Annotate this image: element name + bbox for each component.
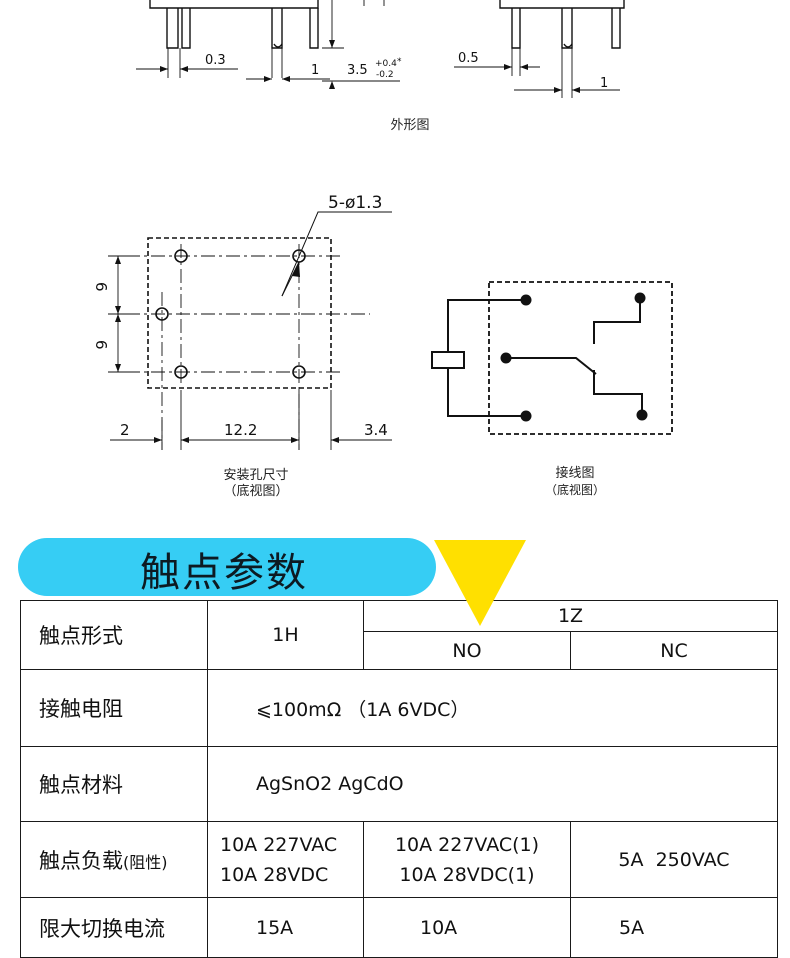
form-nc: NC [570, 631, 778, 670]
wiring-caption-line1: 接线图 [555, 466, 595, 481]
contact-params-table: 触点形式 1H 1Z NO NC 接触电阻 ⩽100mΩ （1A 6VDC） 触… [20, 600, 778, 958]
hole-caption-line1: 安装孔尺寸 [223, 468, 289, 483]
current-no: 10A [363, 897, 571, 958]
down-arrow-icon [434, 540, 526, 626]
material-value: AgSnO2 AgCdO [207, 746, 778, 822]
current-nc: 5A [570, 897, 778, 958]
load-no: 10A 227VAC(1) 10A 28VDC(1) [363, 821, 571, 898]
dim-mid: 1 [311, 63, 319, 78]
load-no-line1: 10A 227VAC(1) [394, 833, 540, 856]
dim-right-a: 0.5 [458, 51, 479, 66]
dim-h2: 12.2 [224, 421, 257, 439]
resistance-label: 接触电阻 [20, 669, 208, 747]
dim-tol-minus: -0.2 [376, 70, 394, 80]
dim-left: 0.3 [205, 53, 226, 68]
dim-h1: 2 [120, 421, 130, 439]
dim-right-b: 1 [600, 76, 608, 91]
load-label-cell: 触点负载(阻性) [20, 821, 208, 898]
dim-v1: 6 [92, 282, 110, 292]
section-title: 触点参数 [140, 550, 308, 596]
load-nc: 5A 250VAC [570, 821, 778, 898]
material-label: 触点材料 [20, 746, 208, 822]
hole-caption: 安装孔尺寸 （底视图） [190, 468, 322, 500]
outline-caption: 外形图 [390, 118, 430, 133]
table-row: 限大切换电流 15A 10A 5A [20, 897, 778, 958]
section-banner [18, 538, 436, 596]
load-label: 触点负载 [39, 848, 123, 873]
load-no-line2: 10A 28VDC(1) [399, 863, 535, 886]
load-1h-line2: 10A 28VDC [220, 863, 329, 886]
dim-tol-star: * [397, 57, 402, 67]
table-row: 触点负载(阻性) 10A 227VAC 10A 28VDC 10A 227VAC… [20, 821, 778, 898]
load-1h-line1: 10A 227VAC [220, 833, 338, 856]
table-row: NO NC [21, 631, 778, 670]
wiring-caption-line2: （底视图） [544, 483, 605, 497]
wiring-caption: 接线图 （底视图） [520, 466, 630, 498]
current-label: 限大切换电流 [20, 897, 208, 958]
current-1h: 15A [207, 897, 364, 958]
hole-caption-line2: （底视图） [223, 484, 289, 499]
form-no: NO [363, 631, 571, 670]
hole-drawing: 5-ø1.3 6 6 2 12.2 3.4 [92, 193, 392, 450]
dim-tol-main: 3.5 [347, 63, 368, 78]
hole-label: 5-ø1.3 [328, 193, 382, 213]
dim-h3: 3.4 [364, 421, 388, 439]
form-1h: 1H [207, 600, 364, 670]
dim-v2: 6 [92, 340, 110, 350]
load-1h: 10A 227VAC 10A 28VDC [207, 821, 364, 898]
table-row: 触点形式 1H 1Z [20, 600, 778, 670]
outline-drawing: 0.3 1 3.5 +0.4 * -0.2 0.5 1 [136, 0, 625, 98]
form-label: 触点形式 [20, 600, 208, 670]
dim-tol-plus: +0.4 [375, 59, 397, 69]
wiring-drawing [431, 281, 673, 435]
table-row: 接触电阻 ⩽100mΩ （1A 6VDC） [20, 669, 778, 747]
resistance-value: ⩽100mΩ （1A 6VDC） [207, 669, 778, 747]
form-1z: 1Z [363, 600, 778, 632]
load-label-suffix: (阻性) [123, 852, 168, 872]
table-row: 触点材料 AgSnO2 AgCdO [20, 746, 778, 822]
